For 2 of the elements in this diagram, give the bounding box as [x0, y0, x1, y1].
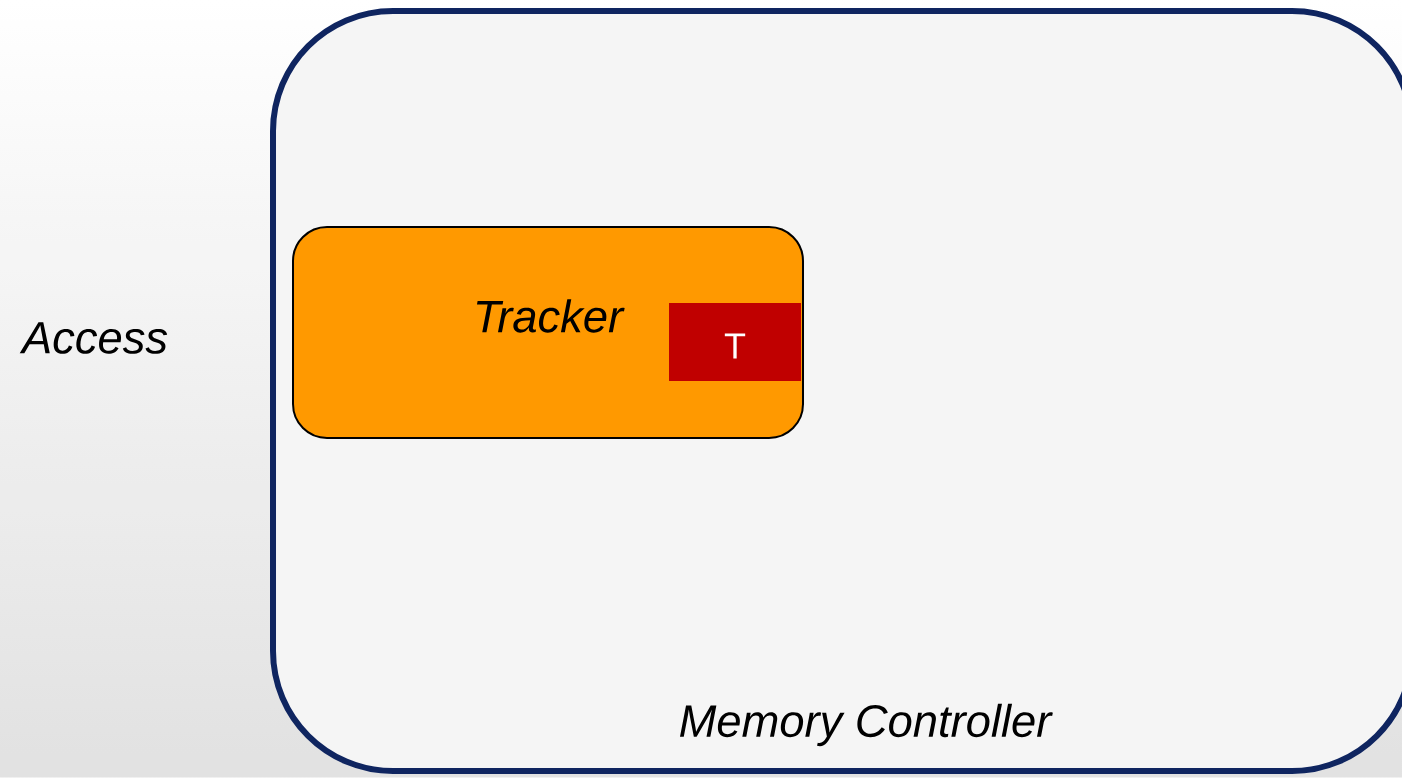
input-label: Access — [19, 322, 168, 354]
entry-box: T — [669, 303, 801, 381]
